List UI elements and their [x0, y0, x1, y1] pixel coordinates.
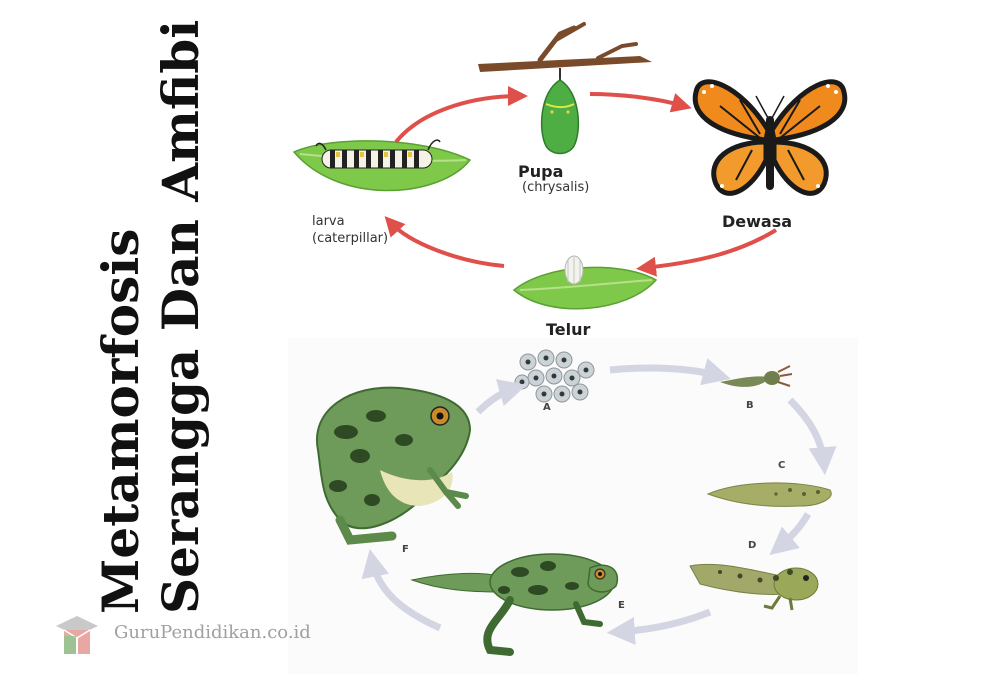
label-telur: Telur	[546, 320, 591, 339]
chrysalis	[540, 68, 580, 155]
arrow-pupa-to-adult	[589, 92, 692, 113]
arrow-froglet-to-adult	[361, 549, 442, 632]
arrow-adult-to-egg	[636, 228, 778, 277]
tadpole-with-legs	[689, 563, 819, 611]
frog-stage-c: C	[778, 460, 786, 471]
label-pupa: Pupa	[518, 162, 564, 181]
arrow-tadpole-to-legs	[769, 512, 812, 556]
butterfly	[692, 79, 848, 196]
branch	[478, 22, 652, 72]
arrow-larva-to-pupa	[394, 86, 528, 144]
froglet-with-tail	[410, 553, 619, 656]
arrow-adult-to-eggs	[475, 379, 527, 415]
frog-hatchling	[720, 365, 793, 387]
egg-leaf	[512, 266, 658, 310]
adult-frog	[315, 386, 472, 545]
arrow-hatchling-to-tadpole	[787, 397, 837, 476]
arrow-eggs-to-hatchling	[609, 358, 731, 386]
watermark-text: GuruPendidikan.co.id	[114, 622, 311, 643]
frog-stage-b: B	[746, 400, 754, 411]
label-chrysalis: (chrysalis)	[522, 180, 590, 195]
butterfly-egg	[564, 255, 584, 285]
frog-stage-d: D	[748, 540, 757, 551]
label-dewasa: Dewasa	[722, 212, 793, 231]
arrow-egg-to-larva	[384, 216, 505, 268]
frog-stage-f: F	[402, 544, 409, 555]
caterpillar	[315, 139, 441, 169]
graduation-cap-book-icon	[56, 616, 98, 654]
frog-stage-a: A	[543, 402, 551, 413]
frog-stage-e: E	[618, 600, 625, 611]
label-caterpillar: (caterpillar)	[312, 231, 389, 246]
label-larva: larva	[312, 214, 345, 229]
tadpole	[706, 482, 832, 507]
arrow-legs-to-froglet	[606, 608, 712, 645]
